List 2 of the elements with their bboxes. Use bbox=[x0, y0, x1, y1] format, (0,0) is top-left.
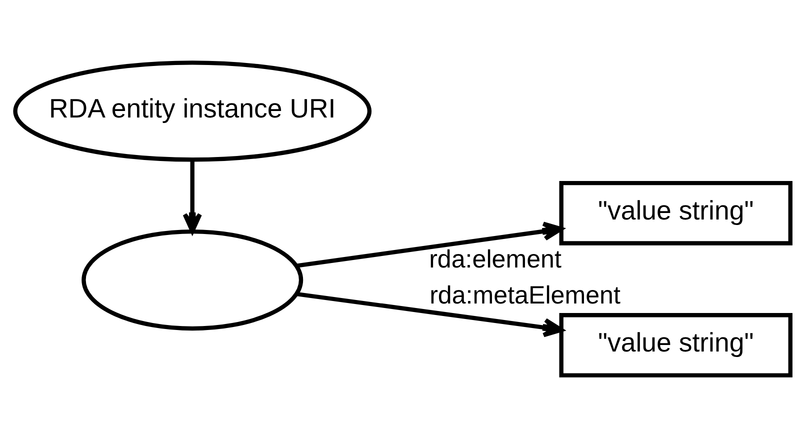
edge-label: rda:metaElement bbox=[430, 281, 620, 310]
edge-label: rda:element bbox=[429, 244, 562, 273]
